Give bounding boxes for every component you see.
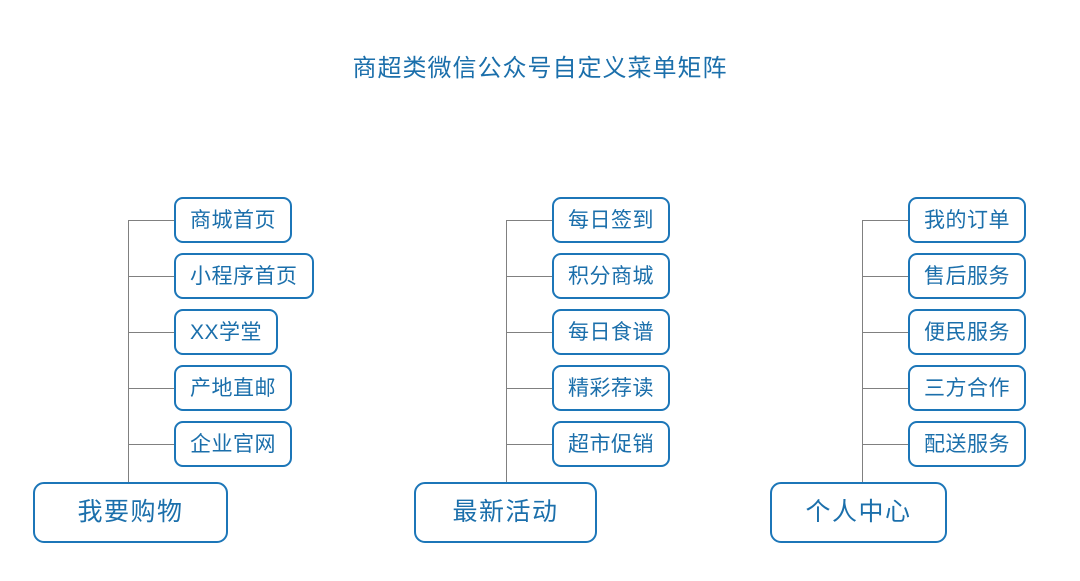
root-menu-box[interactable]: 我要购物 bbox=[33, 482, 228, 543]
connector-stub-2-5 bbox=[506, 444, 552, 445]
connector-stub-3-3 bbox=[862, 332, 908, 333]
connector-stub-2-3 bbox=[506, 332, 552, 333]
menu-item-box[interactable]: 企业官网 bbox=[174, 421, 292, 467]
menu-item-box[interactable]: 每日签到 bbox=[552, 197, 670, 243]
root-menu-box[interactable]: 最新活动 bbox=[414, 482, 597, 543]
connector-stub-1-3 bbox=[128, 332, 174, 333]
menu-item-box[interactable]: 便民服务 bbox=[908, 309, 1026, 355]
connector-stub-2-1 bbox=[506, 220, 552, 221]
connector-stub-1-4 bbox=[128, 388, 174, 389]
connector-stub-3-1 bbox=[862, 220, 908, 221]
connector-stub-1-2 bbox=[128, 276, 174, 277]
connector-stub-1-5 bbox=[128, 444, 174, 445]
menu-item-box[interactable]: XX学堂 bbox=[174, 309, 279, 355]
menu-item-box[interactable]: 积分商城 bbox=[552, 253, 670, 299]
trunk-line-1 bbox=[128, 220, 129, 482]
menu-item-box[interactable]: 超市促销 bbox=[552, 421, 670, 467]
menu-item-box[interactable]: 每日食谱 bbox=[552, 309, 670, 355]
menu-item-box[interactable]: 小程序首页 bbox=[174, 253, 314, 299]
connector-stub-3-5 bbox=[862, 444, 908, 445]
menu-item-box[interactable]: 我的订单 bbox=[908, 197, 1026, 243]
menu-item-box[interactable]: 三方合作 bbox=[908, 365, 1026, 411]
connector-stub-3-2 bbox=[862, 276, 908, 277]
menu-item-box[interactable]: 配送服务 bbox=[908, 421, 1026, 467]
menu-item-box[interactable]: 精彩荐读 bbox=[552, 365, 670, 411]
page-title: 商超类微信公众号自定义菜单矩阵 bbox=[352, 55, 728, 82]
connector-stub-2-4 bbox=[506, 388, 552, 389]
menu-item-box[interactable]: 产地直邮 bbox=[174, 365, 292, 411]
trunk-line-3 bbox=[862, 220, 863, 482]
menu-item-box[interactable]: 商城首页 bbox=[174, 197, 292, 243]
connector-stub-2-2 bbox=[506, 276, 552, 277]
connector-stub-3-4 bbox=[862, 388, 908, 389]
trunk-line-2 bbox=[506, 220, 507, 482]
root-menu-box[interactable]: 个人中心 bbox=[770, 482, 947, 543]
connector-stub-1-1 bbox=[128, 220, 174, 221]
menu-item-box[interactable]: 售后服务 bbox=[908, 253, 1026, 299]
